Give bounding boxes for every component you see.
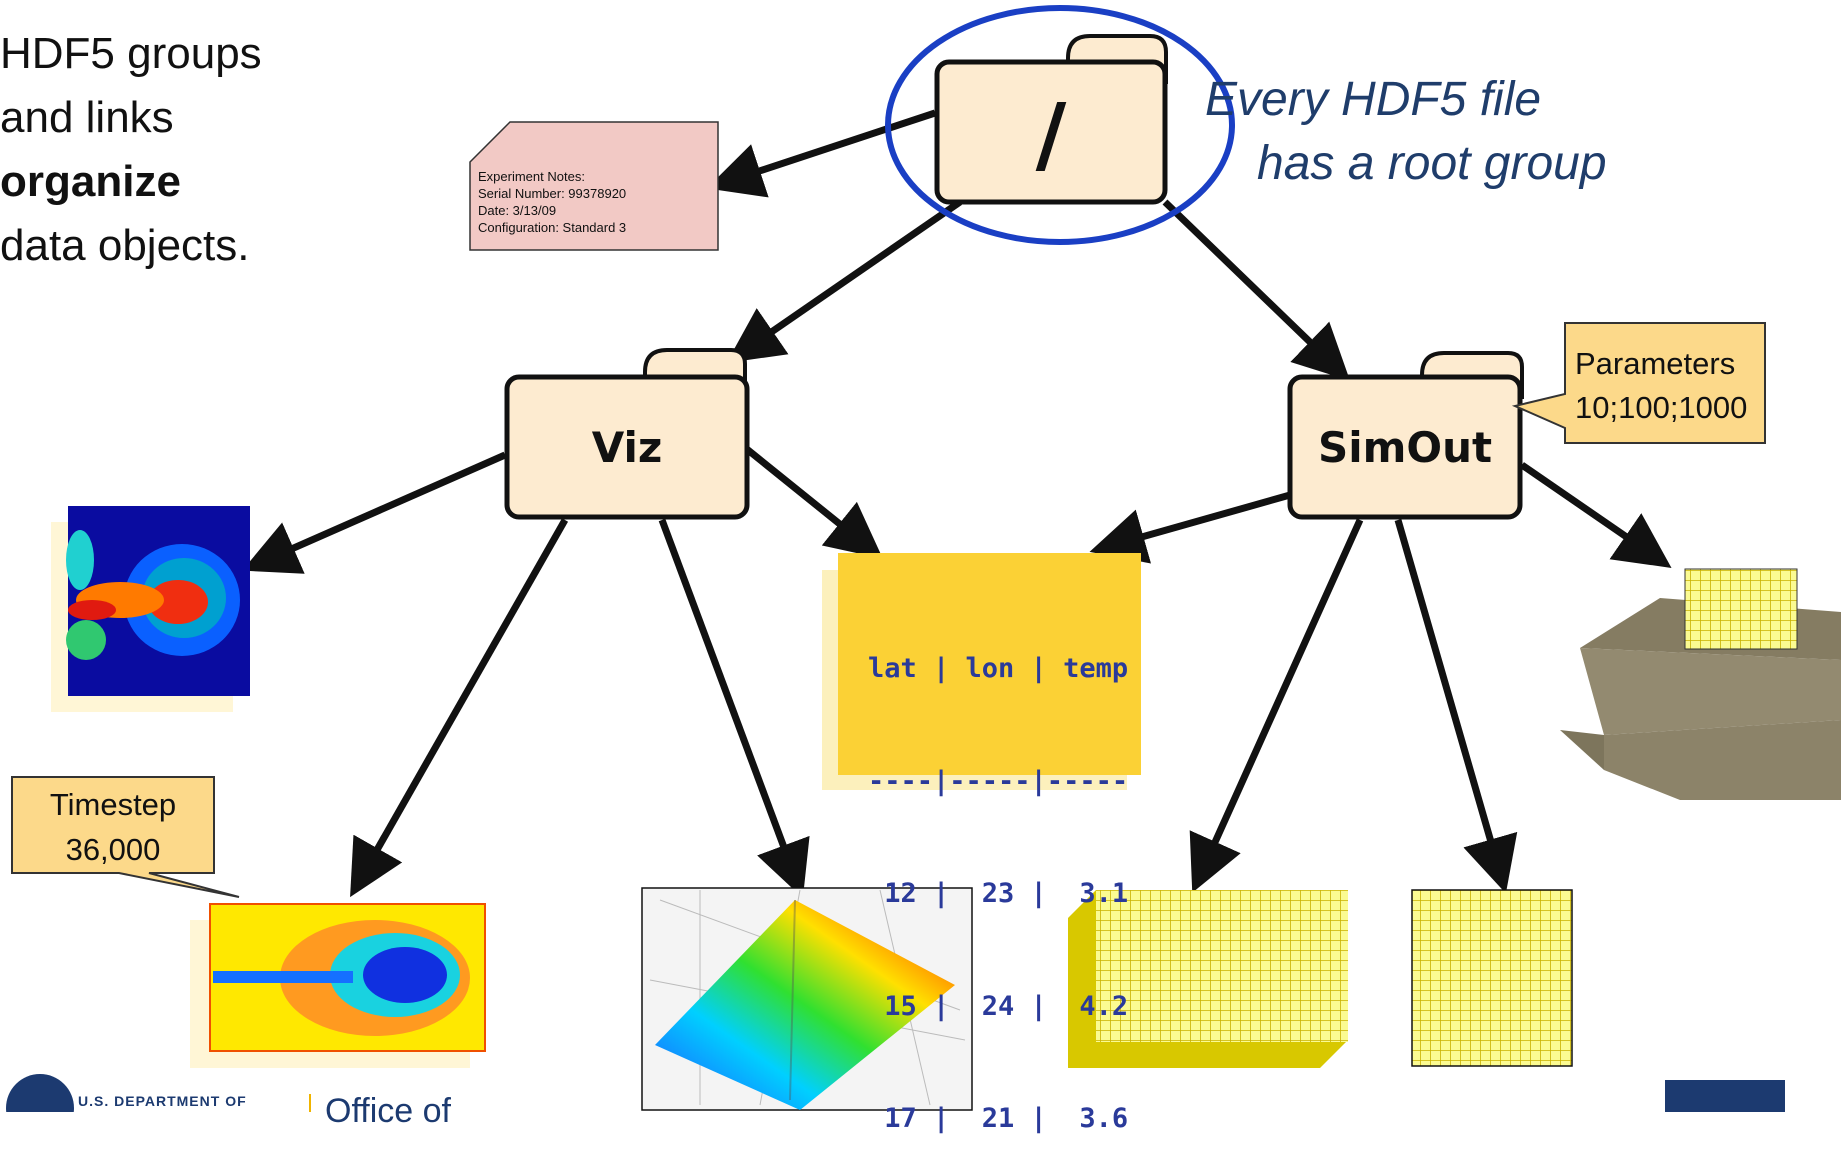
doe-seal-logo <box>6 1074 74 1112</box>
root-highlight-ellipse <box>885 5 1235 245</box>
hierarchy-diagram <box>6 5 1841 1112</box>
arrow-viz-to-image1 <box>242 451 507 574</box>
arrow-simout-to-table <box>1089 491 1291 564</box>
intro-line-2: and links <box>0 93 174 142</box>
arrow-viz-to-surface <box>658 518 810 899</box>
parameters-line-2: 10;100;1000 <box>1575 390 1748 425</box>
callout-line-2: has a root group <box>1257 137 1607 190</box>
parameters-line-1: Parameters <box>1575 346 1736 381</box>
arrow-simout-to-grid3d <box>1189 518 1364 893</box>
root-folder-icon <box>934 34 1168 205</box>
root-folder-label: / <box>1035 85 1067 183</box>
table-row: 15 | 24 | 4.2 <box>868 990 1129 1022</box>
swirl-image <box>51 506 250 712</box>
table-separator: ----|-----|----- <box>868 765 1129 797</box>
arrow-viz-to-image2 <box>350 518 569 898</box>
root-group-callout: Every HDF5 file has a root group <box>1205 68 1607 196</box>
timestep-line-2: 36,000 <box>65 832 161 867</box>
connector-arrows <box>242 109 1672 899</box>
surface-plot-image <box>641 887 973 1111</box>
table-header: lat | lon | temp <box>868 653 1129 684</box>
arrow-simout-to-grid2d <box>1394 519 1518 894</box>
intro-line-3: organize <box>0 157 181 206</box>
corner-logo <box>1665 1080 1785 1112</box>
intro-line-1: HDF5 groups <box>0 29 262 78</box>
compound-table-dataset <box>822 553 1141 790</box>
intro-text: HDF5 groups and links organize data obje… <box>0 22 262 278</box>
intro-line-4: data objects. <box>0 221 250 270</box>
timestep-text: Timestep 36,000 <box>14 782 212 872</box>
parameters-attribute-callout <box>1511 322 1766 444</box>
footer-department: U.S. DEPARTMENT OF <box>78 1093 247 1109</box>
plume-image <box>190 903 486 1068</box>
simout-folder-label: SimOut <box>1317 423 1493 472</box>
note-line-1: Experiment Notes: <box>478 169 585 184</box>
note-line-2: Serial Number: 99378920 <box>478 186 627 201</box>
timestep-attribute-callout <box>11 776 240 898</box>
table-row: 12 | 23 | 3.1 <box>868 878 1129 909</box>
box-with-array-dataset <box>1560 568 1841 800</box>
experiment-notes-attribute <box>469 121 719 251</box>
arrow-viz-to-table <box>735 439 883 559</box>
footer-divider <box>309 1094 311 1112</box>
arrow-root-to-simout <box>1162 199 1351 381</box>
table-text: lat | lon | temp ----|-----|----- 12 | 2… <box>868 575 1128 1175</box>
parameters-text: Parameters 10;100;1000 <box>1575 342 1747 430</box>
note-line-4: Configuration: Standard 3 <box>478 220 627 235</box>
arrow-simout-to-box <box>1520 462 1672 568</box>
timestep-line-1: Timestep <box>49 787 177 822</box>
note-line-3: Date: 3/13/09 <box>478 203 557 218</box>
arrow-root-to-viz <box>726 199 962 363</box>
viz-folder-icon <box>504 348 750 520</box>
arrow-root-to-note <box>706 109 937 198</box>
2d-array-dataset <box>1411 889 1573 1067</box>
callout-line-1: Every HDF5 file <box>1205 73 1542 126</box>
3d-array-dataset <box>1068 890 1348 1068</box>
simout-folder-icon <box>1287 351 1524 520</box>
viz-folder-label: Viz <box>591 423 663 472</box>
table-row: 17 | 21 | 3.6 <box>868 1103 1129 1134</box>
experiment-notes-text: Experiment Notes: Serial Number: 9937892… <box>478 168 626 236</box>
